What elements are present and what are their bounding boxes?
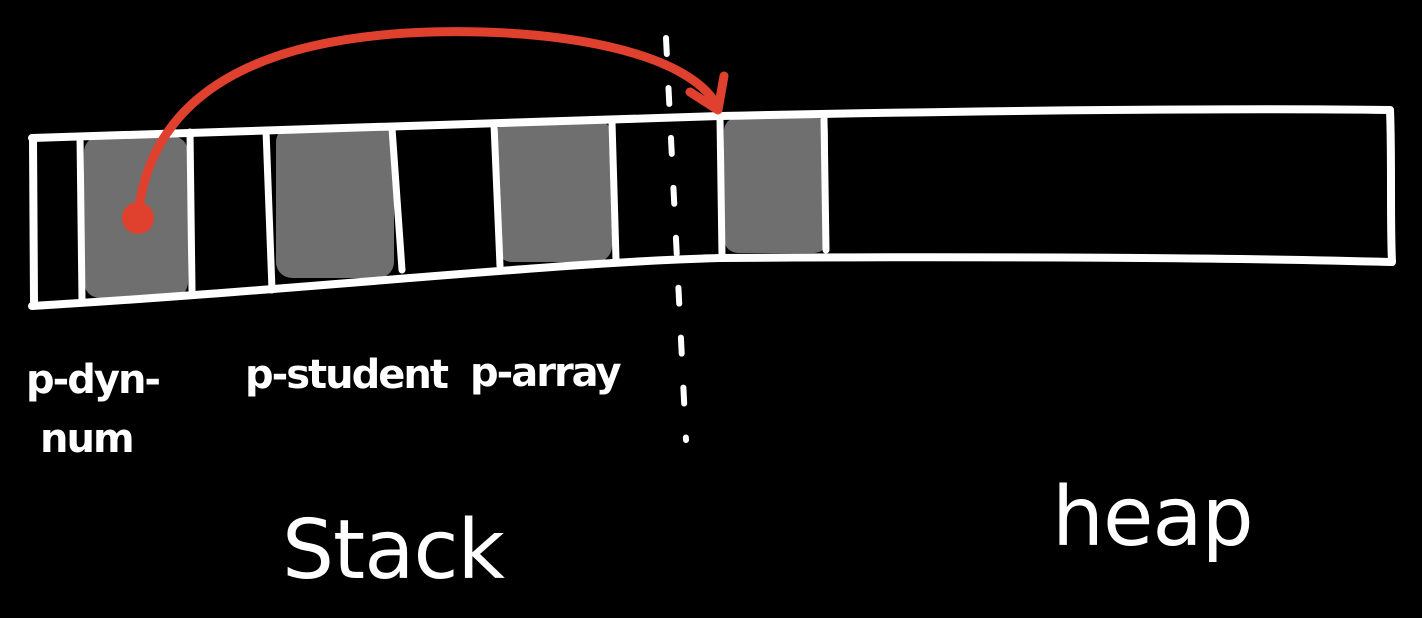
memory-strip — [28, 105, 1396, 310]
slot-p-student — [276, 126, 394, 278]
memory-strip-right-end — [1386, 106, 1396, 266]
cell-divider-5 — [490, 120, 504, 270]
memory-strip-top-edge — [28, 105, 1394, 142]
cell-divider-7 — [716, 114, 726, 260]
pointer-arrowhead — [685, 71, 729, 115]
region-label-heap: heap — [1052, 470, 1253, 565]
slot-heap-value — [724, 117, 828, 253]
variable-label-p-student: p-student — [245, 352, 449, 398]
memory-strip-bottom-edge — [28, 253, 1394, 310]
region-label-stack: Stack — [282, 503, 506, 598]
stack-heap-boundary — [663, 35, 689, 443]
variable-label-p-dyn-num-line1: p-dyn- — [26, 357, 159, 403]
pointer-arrow — [122, 27, 729, 234]
variable-labels: p-dyn- num p-student p-array — [26, 350, 623, 462]
cell-divider-1 — [76, 132, 86, 304]
region-labels: Stack heap — [282, 470, 1254, 598]
cell-divider-3 — [262, 126, 276, 294]
cell-divider-4 — [388, 124, 406, 274]
pointer-arrow-curve — [133, 27, 721, 220]
variable-label-p-array: p-array — [470, 350, 621, 396]
cell-dividers — [76, 114, 830, 304]
cell-divider-2 — [186, 128, 196, 294]
filled-slots — [84, 117, 828, 298]
variable-label-p-dyn-num-line2: num — [40, 416, 133, 462]
cell-divider-6 — [608, 118, 620, 264]
pointer-origin-dot — [122, 202, 154, 234]
cell-divider-8 — [820, 114, 830, 254]
memory-strip-left-end — [29, 136, 38, 306]
slot-p-array — [496, 120, 612, 262]
